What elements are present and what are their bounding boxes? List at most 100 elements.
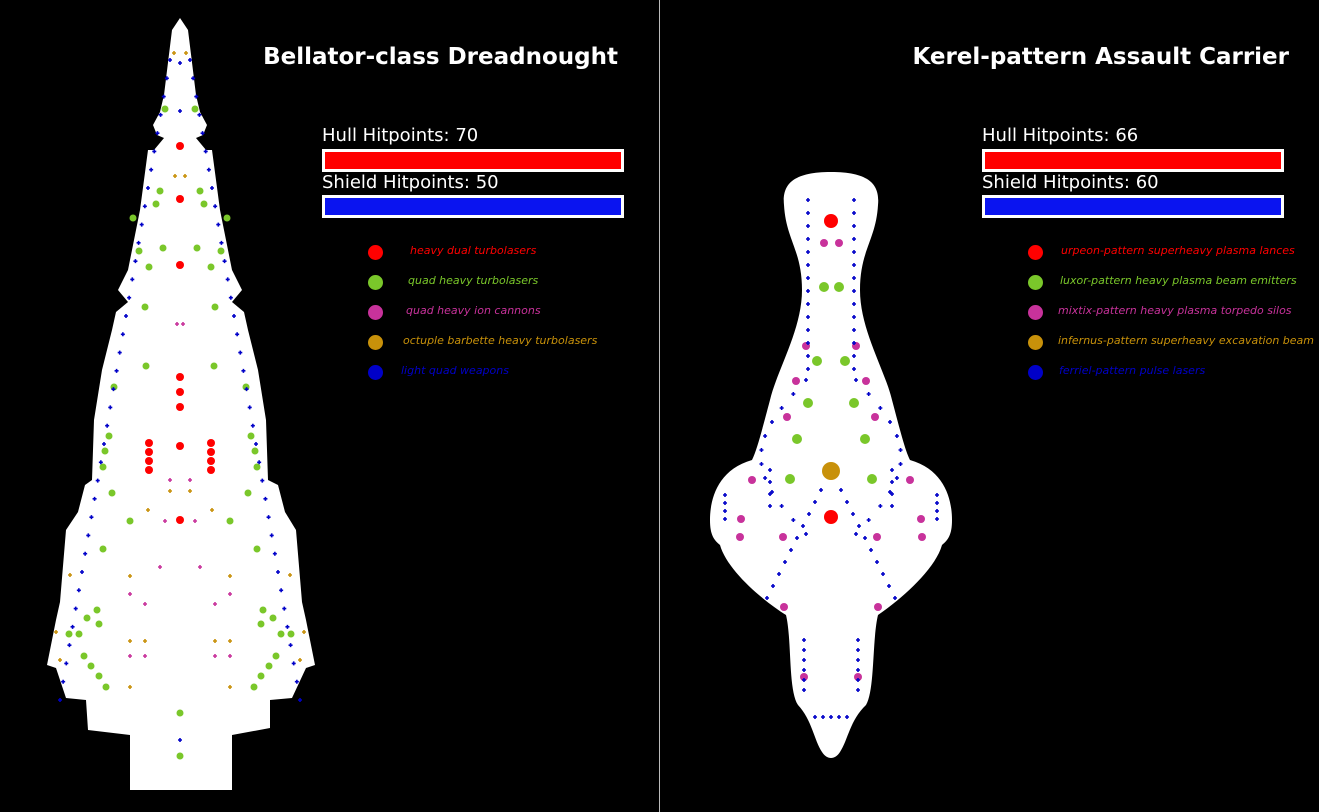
light-quad-weapon <box>67 643 72 648</box>
barbette-turbolaser <box>184 51 188 55</box>
light-quad-weapon <box>238 350 243 355</box>
quad-turbolaser <box>101 447 109 455</box>
legend-label: mixtix-pattern heavy plasma torpedo silo… <box>1058 304 1292 317</box>
ion-cannon <box>188 478 192 482</box>
pulse-laser <box>804 532 808 536</box>
pulse-laser <box>890 492 894 496</box>
pulse-laser <box>806 263 810 267</box>
pulse-laser <box>779 406 784 410</box>
plasma-beam-emitter <box>834 282 844 292</box>
pulse-laser <box>887 584 891 588</box>
right-ship-title: Kerel-pattern Assault Carrier <box>912 44 1289 70</box>
light-quad-weapon <box>158 112 163 117</box>
quad-turbolaser <box>253 463 261 471</box>
legend-label: quad heavy ion cannons <box>406 304 541 317</box>
quad-turbolaser <box>156 187 164 195</box>
light-quad-weapon <box>152 149 157 154</box>
heavy-turbolaser <box>145 439 153 447</box>
pulse-laser <box>935 517 939 521</box>
pulse-laser <box>806 289 810 293</box>
light-quad-weapon <box>291 661 296 666</box>
pulse-laser <box>894 434 899 438</box>
light-quad-weapon <box>86 533 91 538</box>
heavy-turbolaser <box>176 442 184 450</box>
ion-cannon <box>128 592 132 596</box>
barbette-turbolaser <box>228 574 232 578</box>
heavy-turbolaser <box>207 439 215 447</box>
plasma-beam-emitter <box>819 282 829 292</box>
pulse-laser <box>890 468 894 472</box>
ion-cannon <box>213 602 217 606</box>
weapon-color-icon <box>1028 305 1043 320</box>
barbette-turbolaser <box>58 658 62 662</box>
pulse-laser <box>768 468 772 472</box>
pulse-laser <box>804 378 808 382</box>
pulse-laser <box>856 668 860 672</box>
pulse-laser <box>935 501 939 505</box>
light-quad-weapon <box>241 368 246 373</box>
weapon-color-icon <box>368 245 383 260</box>
light-quad-weapon <box>58 698 62 702</box>
pulse-laser <box>829 715 833 719</box>
quad-turbolaser <box>193 244 201 252</box>
plasma-torpedo-silo <box>871 413 879 421</box>
light-quad-weapon <box>272 551 277 556</box>
barbette-turbolaser <box>168 489 172 493</box>
heavy-turbolaser <box>176 516 184 524</box>
excavation-beam <box>822 462 840 480</box>
quad-turbolaser <box>253 545 261 553</box>
ion-cannon <box>163 519 167 523</box>
ion-cannon <box>228 654 232 658</box>
plasma-torpedo-silo <box>918 533 926 541</box>
light-quad-weapon <box>70 624 75 629</box>
barbette-turbolaser <box>68 573 72 577</box>
light-quad-weapon <box>294 679 299 684</box>
light-quad-weapon <box>178 109 182 113</box>
pulse-laser <box>881 572 885 576</box>
pulse-laser <box>845 715 849 719</box>
pulse-laser <box>763 476 768 480</box>
light-quad-weapon <box>203 149 208 154</box>
pulse-laser <box>806 237 810 241</box>
light-quad-weapon <box>206 167 211 172</box>
pulse-laser <box>852 289 856 293</box>
ion-cannon <box>213 654 217 658</box>
pulse-laser <box>851 512 855 516</box>
light-quad-weapon <box>61 679 66 684</box>
plasma-torpedo-silo <box>780 603 788 611</box>
panel-divider <box>659 0 660 812</box>
left-hull-bar <box>322 149 624 172</box>
pulse-laser <box>806 328 810 332</box>
pulse-laser <box>856 678 860 682</box>
pulse-laser <box>806 198 810 202</box>
pulse-laser <box>768 504 772 508</box>
ion-cannon <box>175 322 179 326</box>
pulse-laser <box>769 420 774 424</box>
ion-cannon <box>198 565 202 569</box>
weapon-color-icon <box>368 365 383 380</box>
quad-turbolaser <box>207 263 215 271</box>
heavy-turbolaser <box>145 448 153 456</box>
light-quad-weapon <box>250 423 255 428</box>
light-quad-weapon <box>155 131 160 136</box>
weapon-color-icon <box>368 275 383 290</box>
light-quad-weapon <box>266 515 271 520</box>
plasma-torpedo-silo <box>737 515 745 523</box>
barbette-turbolaser <box>228 685 232 689</box>
light-quad-weapon <box>247 405 252 410</box>
left-shield-label: Shield Hitpoints: 50 <box>322 172 499 193</box>
pulse-laser <box>802 658 806 662</box>
barbette-turbolaser <box>228 639 232 643</box>
pulse-laser <box>857 524 861 528</box>
quad-turbolaser <box>265 662 273 670</box>
pulse-laser <box>802 688 806 692</box>
plasma-torpedo-silo <box>873 533 881 541</box>
pulse-laser <box>806 367 810 371</box>
right-shield-label: Shield Hitpoints: 60 <box>982 172 1159 193</box>
left-shield-bar <box>322 195 624 218</box>
quad-turbolaser <box>257 672 265 680</box>
light-quad-weapon <box>263 496 268 501</box>
light-quad-weapon <box>228 295 233 300</box>
light-quad-weapon <box>260 478 265 483</box>
